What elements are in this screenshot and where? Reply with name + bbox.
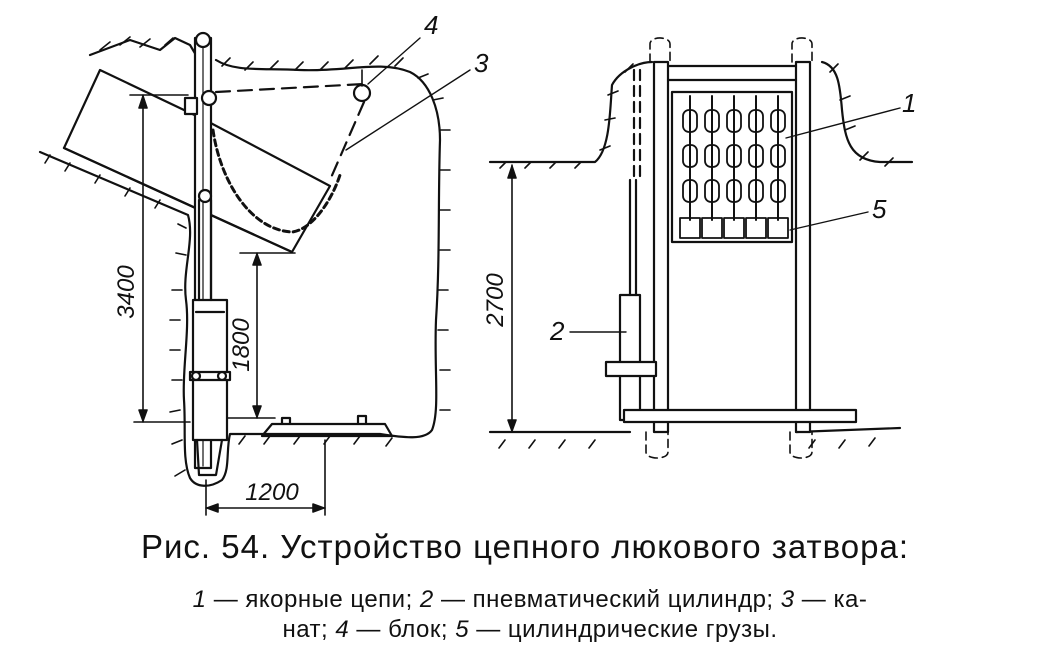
legend-text-5: — цилиндрические грузы. xyxy=(469,616,778,643)
left-chute-lip xyxy=(62,146,294,254)
figure-legend: 1 — якорные цепи; 2 — пневматический цил… xyxy=(30,585,1030,645)
callout-4: 4 xyxy=(424,10,438,40)
callout-1: 1 xyxy=(902,88,916,118)
leader-3 xyxy=(345,69,471,151)
right-rock-contour xyxy=(488,60,914,434)
left-hatch-plate xyxy=(260,414,394,438)
chain-gate-diagram: 3400 1800 1200 2700 4 3 1 5 2 xyxy=(38,10,916,516)
leader-5 xyxy=(789,211,869,231)
right-rock-hatch xyxy=(498,63,894,449)
legend-line-2: нат; 4 — блок; 5 — цилиндрические грузы. xyxy=(30,615,1030,645)
dim-2700 xyxy=(507,164,517,433)
dim-label-1200: 1200 xyxy=(245,479,299,506)
right-post-left xyxy=(652,60,670,434)
legend-text-4: — блок; xyxy=(349,616,456,643)
chain-curtain-panel xyxy=(670,90,794,244)
anchor-chains xyxy=(689,95,779,221)
legend-text-2: — пневматический цилиндр; xyxy=(433,586,781,613)
left-pulley-top xyxy=(200,89,218,107)
block-pulley xyxy=(352,83,372,103)
legend-text-3b: нат; xyxy=(282,616,336,643)
left-anchor-chain xyxy=(211,128,342,234)
right-bottom-bar xyxy=(622,408,858,424)
legend-num-2: 2 xyxy=(419,586,434,613)
legend-num-1: 1 xyxy=(192,586,207,613)
chain-links xyxy=(682,109,786,203)
dim-label-2700: 2700 xyxy=(482,273,509,328)
dim-label-1800: 1800 xyxy=(228,318,255,372)
figure-caption: Рис. 54. Устройство цепного люкового зат… xyxy=(140,528,910,565)
left-view xyxy=(38,31,471,516)
legend-num-5: 5 xyxy=(455,616,470,643)
callout-5: 5 xyxy=(872,194,887,224)
legend-num-3: 3 xyxy=(780,586,795,613)
dim-label-3400: 3400 xyxy=(113,265,140,319)
dim-1800 xyxy=(227,252,296,419)
right-view xyxy=(488,37,914,459)
legend-text-1: — якорные цепи; xyxy=(206,586,420,613)
cylindrical-weights xyxy=(679,217,789,239)
legend-num-4: 4 xyxy=(335,616,350,643)
legend-line-1: 1 — якорные цепи; 2 — пневматический цил… xyxy=(30,585,1030,615)
dim-1200 xyxy=(205,439,326,516)
left-pulley-mid xyxy=(197,188,213,204)
dim-3400 xyxy=(129,94,191,423)
cable-dashed xyxy=(214,82,366,182)
leader-4 xyxy=(367,37,421,85)
right-post-right xyxy=(794,60,812,434)
callout-3: 3 xyxy=(474,48,489,78)
right-cylinder xyxy=(618,293,642,422)
right-post-dashed-ends xyxy=(645,37,813,459)
leader-1 xyxy=(785,107,901,139)
legend-text-3a: — ка- xyxy=(794,586,868,613)
left-rock-hatch xyxy=(44,36,451,477)
callout-2: 2 xyxy=(549,316,565,346)
left-cylinder xyxy=(191,298,229,442)
